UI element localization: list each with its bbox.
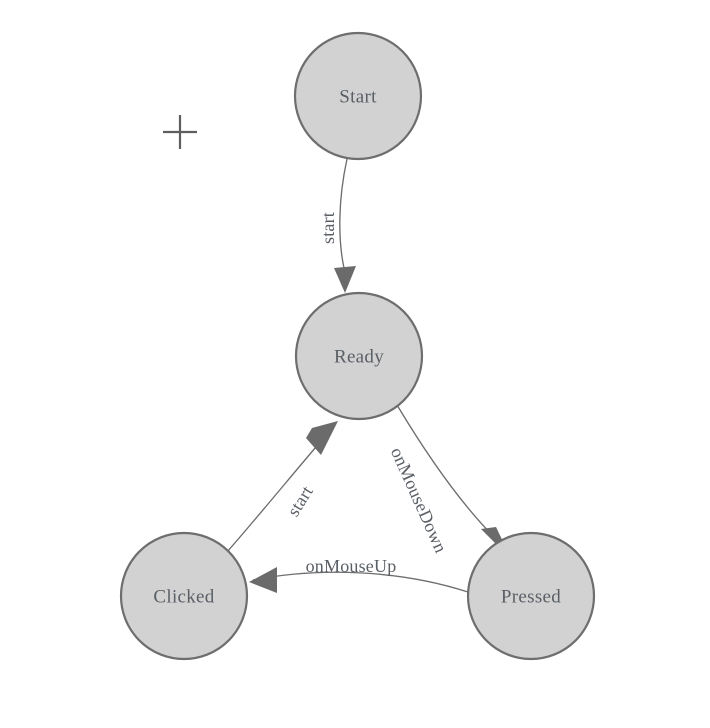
node-pressed-label: Pressed: [501, 587, 561, 608]
edge-label-start-to-ready: start: [318, 212, 338, 244]
arrowhead-into-clicked: [249, 567, 277, 593]
edge-pressed-to-clicked-line[interactable]: [252, 571, 469, 593]
node-start-circle[interactable]: [293, 31, 423, 161]
node-ready-label: Ready: [334, 347, 384, 368]
node-pressed-circle[interactable]: [466, 531, 596, 661]
node-ready-circle[interactable]: [294, 291, 424, 421]
crosshair-icon: [163, 115, 197, 149]
edge-start-to-ready[interactable]: [334, 158, 356, 293]
node-start-label: Start: [339, 87, 377, 108]
node-clicked-label: Clicked: [153, 587, 214, 608]
edge-label-clicked-to-ready: start: [283, 482, 317, 520]
edge-pressed-to-clicked[interactable]: [249, 567, 469, 593]
node-pressed[interactable]: Pressed: [466, 531, 596, 661]
edge-start-to-ready-line[interactable]: [339, 158, 348, 269]
node-ready[interactable]: Ready: [294, 291, 424, 421]
edge-label-on-mouse-down: onMouseDown: [387, 444, 451, 556]
edge-label-on-mouse-up: onMouseUp: [306, 556, 397, 576]
edge-clicked-to-ready-line[interactable]: [226, 439, 323, 553]
arrowhead-into-ready-top: [334, 266, 356, 293]
node-clicked-circle[interactable]: [119, 531, 249, 661]
node-clicked[interactable]: Clicked: [119, 531, 249, 661]
edge-clicked-to-ready[interactable]: [226, 421, 338, 553]
edge-ready-to-pressed-line[interactable]: [396, 404, 497, 540]
arrowhead-into-ready-bottom: [306, 421, 338, 455]
node-start[interactable]: Start: [293, 31, 423, 161]
